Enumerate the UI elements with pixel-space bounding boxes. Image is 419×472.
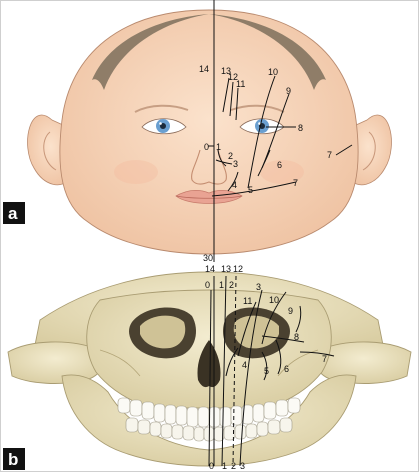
skull-bottom-label-1: 1 — [222, 461, 227, 471]
skull-label-2: 2 — [229, 280, 234, 290]
skull-label-9: 9 — [288, 306, 293, 316]
skull-label-0: 0 — [205, 280, 210, 290]
skull-label-11: 11 — [243, 296, 252, 306]
skull-label-13: 13 — [221, 264, 231, 274]
face-label-6: 6 — [277, 160, 282, 170]
face-label-10: 10 — [268, 67, 278, 77]
skull-label-5: 5 — [264, 366, 269, 376]
face-label-0: 0 — [204, 142, 209, 152]
skull-label-4: 4 — [242, 360, 247, 370]
skull-label-8: 8 — [294, 332, 299, 342]
face-label-4: 4 — [232, 180, 237, 190]
panel-b-label: b — [8, 450, 18, 469]
face-label-5: 5 — [248, 185, 253, 195]
skull-label-14: 14 — [205, 264, 215, 274]
skull-bottom-label-2: 2 — [231, 461, 236, 471]
face-label-7-lateral: 7 — [327, 150, 332, 160]
panel-a-label: a — [8, 204, 18, 223]
skull-bottom-label-3: 3 — [240, 461, 245, 471]
face-label-7-lower: 7 — [293, 178, 298, 188]
skull-label-12: 12 — [233, 264, 243, 274]
face-label-11: 11 — [236, 79, 245, 89]
head-outline — [60, 10, 358, 254]
face-label-30: 30 — [203, 253, 213, 263]
skull-label-7: 7 — [322, 354, 327, 364]
face-label-14: 14 — [199, 64, 209, 74]
skull-label-10: 10 — [269, 295, 279, 305]
skull-label-6: 6 — [284, 364, 289, 374]
face-label-1: 1 — [216, 142, 221, 152]
face-label-3: 3 — [233, 159, 238, 169]
face-label-9: 9 — [286, 86, 291, 96]
face-label-8: 8 — [298, 123, 303, 133]
skull-label-1: 1 — [219, 280, 224, 290]
skull-bottom-label-0: 0 — [209, 461, 214, 471]
panel-b-skull: 14 13 12 0 1 2 3 11 10 9 8 7 6 5 4 0 1 2… — [3, 264, 411, 471]
skull-label-3: 3 — [256, 282, 261, 292]
panel-a-face: 14 13 12 11 10 9 8 7 6 7 5 4 0 1 2 3 30 … — [3, 0, 391, 263]
